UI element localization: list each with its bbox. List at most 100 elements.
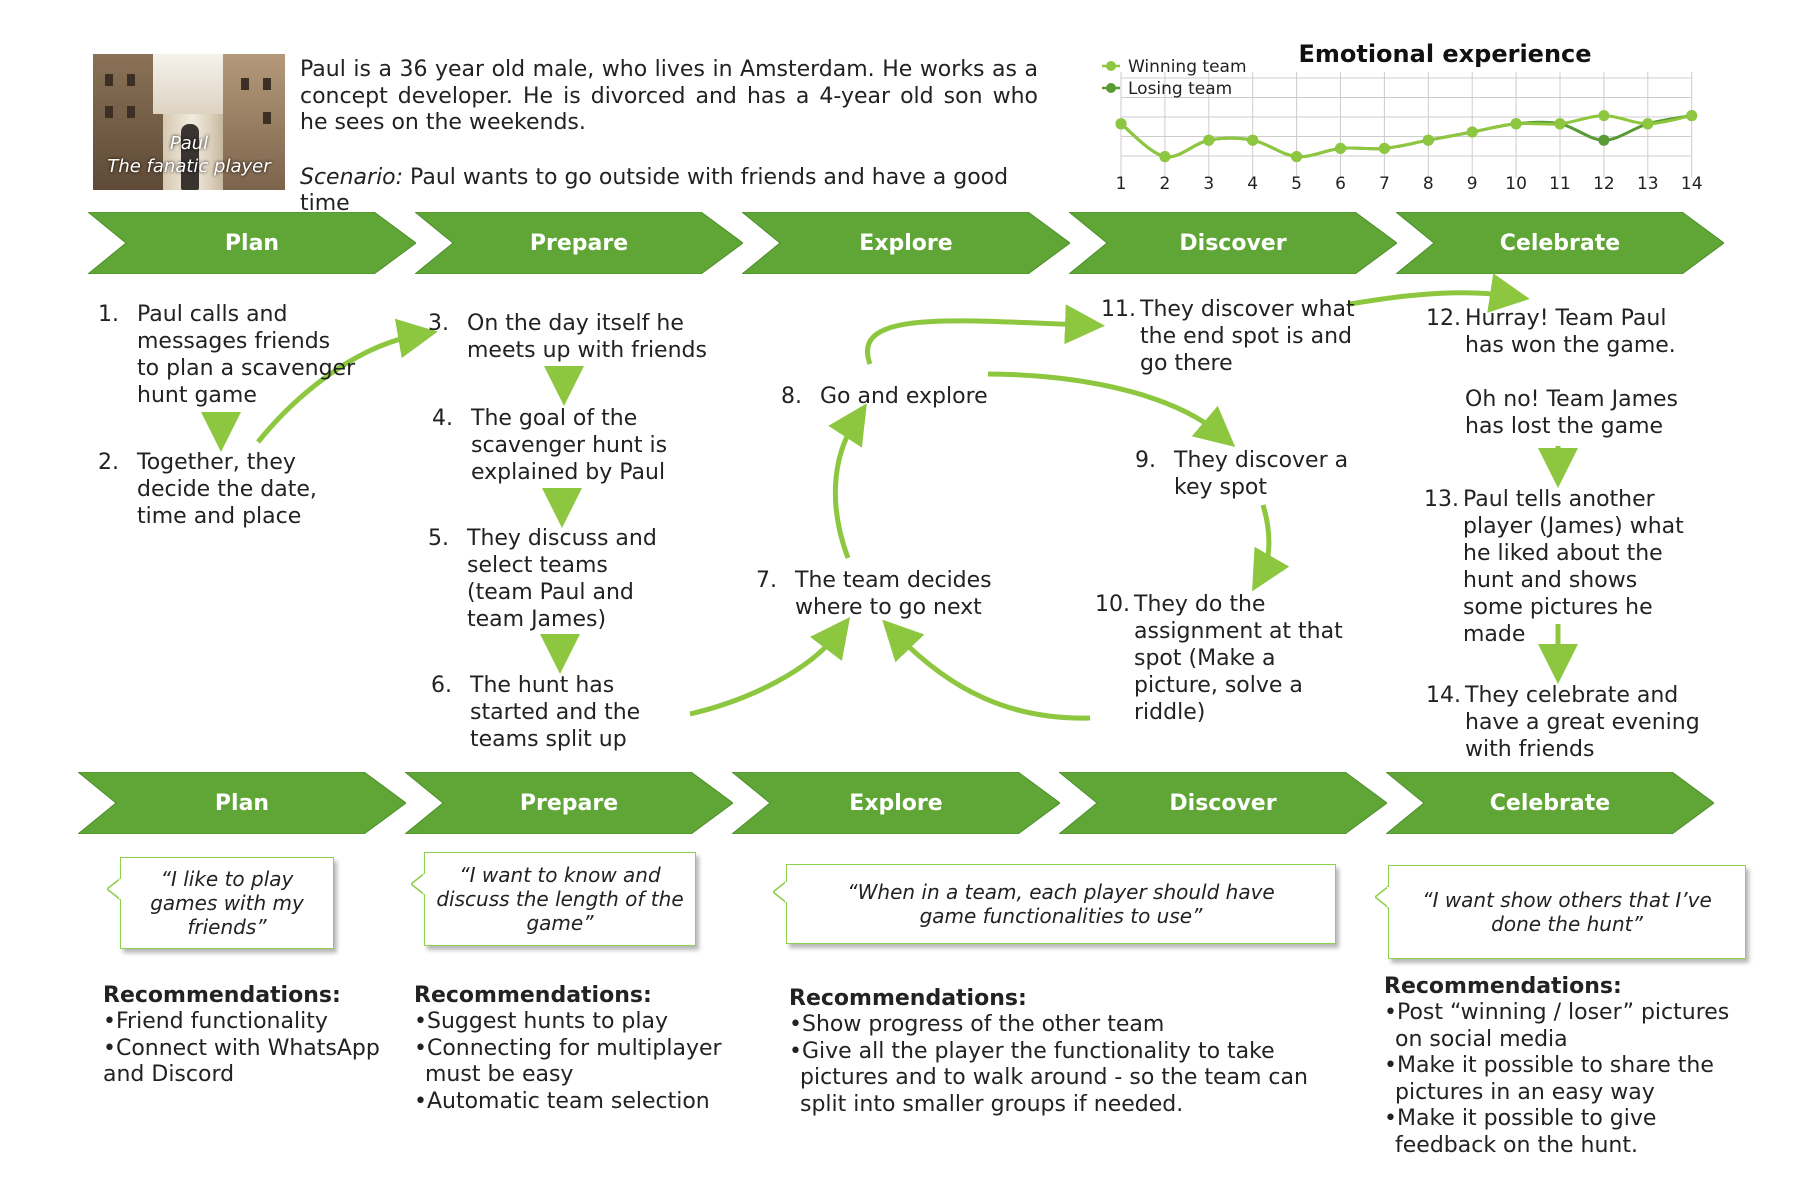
stage-label: Discover xyxy=(1179,230,1287,256)
x-tick-label: 9 xyxy=(1467,174,1478,194)
legend-label: Winning team xyxy=(1128,57,1247,77)
step-13: 13. Paul tells another player (James) wh… xyxy=(1424,486,1704,648)
step-text: They do the assignment at that spot (Mak… xyxy=(1134,592,1343,725)
step-12: 12. Hurray! Team Paul has won the game. … xyxy=(1426,305,1686,440)
legend-marker xyxy=(1106,83,1116,93)
recommendations-title: Recommendations: xyxy=(1384,974,1622,999)
x-tick-label: 14 xyxy=(1681,174,1703,194)
quote-celebrate: “I want show others that I’ve done the h… xyxy=(1375,865,1746,959)
arrow-8-11 xyxy=(865,304,1105,365)
step-number: 3. xyxy=(428,311,449,336)
step-text: Paul calls and messages friends to plan … xyxy=(137,302,356,408)
step-text: They discover a key spot xyxy=(1174,448,1349,500)
step-number: 12. xyxy=(1426,306,1461,331)
recommendations-title: Recommendations: xyxy=(414,983,652,1008)
stage-label: Explore xyxy=(859,230,953,256)
quote-text: “When in a team, each player should have… xyxy=(847,880,1275,928)
quote-text: “I like to play games with my friends” xyxy=(150,867,304,939)
step-number: 11. xyxy=(1101,297,1136,322)
legend-marker xyxy=(1106,61,1116,71)
x-tick-label: 4 xyxy=(1247,174,1258,194)
step-6: 6. The hunt has started and the teams sp… xyxy=(431,672,691,753)
quote-text: “I want show others that I’ve done the h… xyxy=(1422,888,1712,936)
step-3: 3. On the day itself he meets up with fr… xyxy=(428,310,718,364)
step-number: 4. xyxy=(432,406,453,431)
step-text: On the day itself he meets up with frien… xyxy=(467,311,707,363)
data-point xyxy=(1335,142,1346,154)
recommendation-item: •Connecting for multiplayer xyxy=(414,1035,722,1061)
step-10: 10. They do the assignment at that spot … xyxy=(1095,591,1355,726)
arrow-10-7 xyxy=(882,619,1091,721)
recommendation-item: •Give all the player the functionality t… xyxy=(789,1038,1275,1064)
persona-role: The fanatic player xyxy=(107,156,271,177)
stage-label: Explore xyxy=(849,790,943,816)
data-point xyxy=(1554,118,1566,130)
recommendation-item: and Discord xyxy=(103,1062,235,1087)
step-number: 10. xyxy=(1095,592,1130,617)
step-text: Together, they decide the date, time and… xyxy=(137,450,317,529)
data-point xyxy=(1642,118,1654,130)
stage-label: Discover xyxy=(1169,790,1277,816)
data-point xyxy=(1291,151,1303,163)
data-point xyxy=(1422,134,1434,146)
step-text: They celebrate and have a great evening … xyxy=(1465,683,1700,762)
data-point xyxy=(1203,134,1215,146)
arrow-8-9 xyxy=(987,371,1236,447)
stage-banner-top-discover: Discover xyxy=(1069,212,1397,274)
arrow-9-10 xyxy=(1252,504,1290,592)
recommendation-item: •Friend functionality xyxy=(103,1009,328,1034)
recommendations-celebrate: Recommendations: •Post “winning / loser”… xyxy=(1384,973,1784,1159)
step-11: 11. They discover what the end spot is a… xyxy=(1101,296,1361,377)
quote-plan: “I like to play games with my friends” xyxy=(107,857,334,949)
recommendation-item: must be easy xyxy=(425,1062,574,1087)
step-4: 4. The goal of the scavenger hunt is exp… xyxy=(432,405,692,486)
step-number: 14. xyxy=(1426,683,1461,708)
data-point xyxy=(1466,126,1478,138)
stage-label: Prepare xyxy=(529,230,629,256)
recommendation-item: •Connect with WhatsApp xyxy=(103,1035,380,1061)
stage-banner-bottom-prepare: Prepare xyxy=(405,772,733,834)
step-text: The hunt has started and the teams split… xyxy=(470,673,641,752)
stage-label: Prepare xyxy=(519,790,619,816)
step-1: 1. Paul calls and messages friends to pl… xyxy=(98,301,358,409)
stage-label: Plan xyxy=(224,230,280,256)
recommendation-item: •Show progress of the other team xyxy=(789,1012,1165,1037)
arrow-11-12 xyxy=(1349,273,1530,313)
data-point xyxy=(1115,118,1127,130)
x-tick-label: 12 xyxy=(1593,174,1615,194)
chart-title: Emotional experience xyxy=(1298,40,1591,68)
step-8: 8. Go and explore xyxy=(781,383,1021,410)
persona-photo: Paul The fanatic player xyxy=(93,54,285,190)
step-number: 7. xyxy=(756,568,777,593)
recommendation-list: •Friend functionality •Connect with What… xyxy=(103,1009,403,1089)
recommendation-item: split into smaller groups if needed. xyxy=(800,1091,1184,1117)
recommendations-explore: Recommendations: •Show progress of the o… xyxy=(789,985,1349,1118)
x-tick-label: 10 xyxy=(1505,174,1527,194)
stage-banner-bottom-discover: Discover xyxy=(1059,772,1387,834)
stage-banner-bottom-plan: Plan xyxy=(78,772,406,834)
step-2: 2. Together, they decide the date, time … xyxy=(98,449,318,530)
data-point xyxy=(1378,142,1390,154)
x-tick-label: 2 xyxy=(1159,174,1170,194)
persona-name: Paul xyxy=(169,133,209,154)
quote-prepare: “I want to know and discuss the length o… xyxy=(411,852,696,946)
data-point xyxy=(1510,118,1522,130)
step-7: 7. The team decides where to go next xyxy=(756,567,1016,621)
step-text: They discuss and select teams (team Paul… xyxy=(467,526,657,632)
step-number: 2. xyxy=(98,450,119,475)
x-tick-label: 5 xyxy=(1291,174,1302,194)
step-14: 14. They celebrate and have a great even… xyxy=(1426,682,1706,763)
stage-label: Celebrate xyxy=(1499,230,1621,256)
recommendation-item: •Make it possible to share the xyxy=(1384,1053,1714,1078)
recommendation-item: on social media xyxy=(1395,1026,1568,1052)
recommendations-title: Recommendations: xyxy=(103,983,341,1008)
step-5: 5. They discuss and select teams (team P… xyxy=(428,525,668,633)
scenario: Scenario: Paul wants to go outside with … xyxy=(300,165,1060,217)
persona-description: Paul is a 36 year old male, who lives in… xyxy=(300,57,1038,135)
x-tick-label: 7 xyxy=(1379,174,1390,194)
recommendation-item: pictures in an easy way xyxy=(1395,1079,1655,1105)
stage-label: Celebrate xyxy=(1489,790,1611,816)
x-tick-label: 11 xyxy=(1549,174,1571,194)
